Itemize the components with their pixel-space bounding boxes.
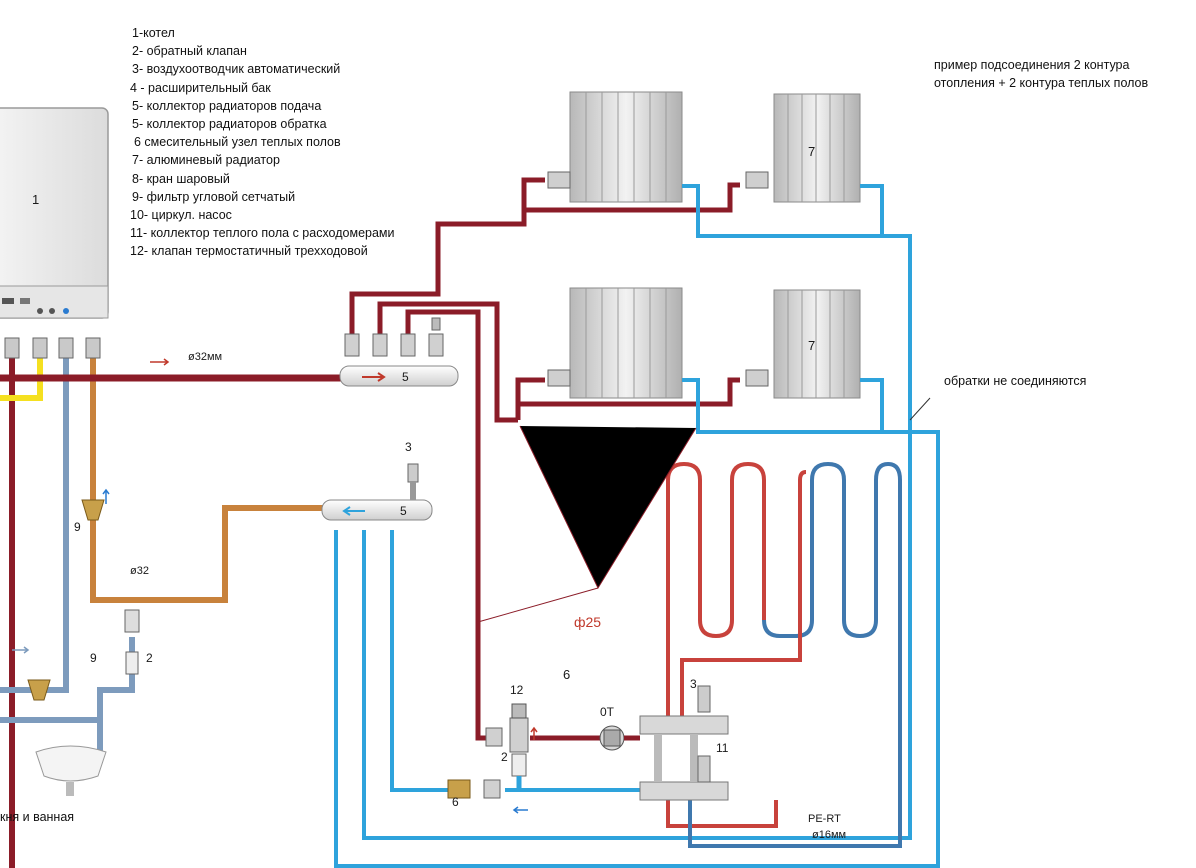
mix-filter-number: 6 [452,795,459,809]
thermo-valve-number: 12 [510,683,524,697]
legend-item: 1-котел [132,26,175,40]
radiator-mid-left [547,287,683,399]
floor-collector-number: 11 [716,741,729,755]
supply-collector-number: 5 [402,370,409,384]
legend-item: 6 смесительный узел теплых полов [134,135,341,150]
boiler-number: 1 [32,192,39,207]
supply-valves [344,317,444,357]
pump-label: 0T [600,705,615,719]
radiator-mid-right: 7 [745,289,861,399]
sink [35,745,107,796]
radiator-top-right: 7 [745,93,861,203]
air-vent-number: 3 [405,440,412,454]
boiler-valves [4,337,101,359]
legend-item: 11- коллектор теплого пола с расходомера… [130,226,395,241]
legend-item: 2- обратный клапан [132,44,247,59]
check-valve-left [124,609,140,675]
diameter-16mm: ø16мм [812,829,846,841]
legend-item: 9- фильтр угловой сетчатый [132,189,296,204]
example-caption-line1: пример подсоединения 2 контура [934,58,1130,72]
mixing-unit: 12 2 6 6 [447,667,570,809]
diameter-32mm: ø32мм [188,351,222,363]
kitchen-bath-note: кня и ванная [0,810,75,824]
example-caption-line2: отопления + 2 контура теплых полов [934,76,1149,90]
filter-upper-number: 9 [74,520,81,534]
floor-collector: 3 11 [639,677,729,801]
check-valve-number: 2 [146,651,153,665]
supply-pipes [349,177,740,741]
diameter-25: ф25 [574,614,601,630]
supply-collector: 5 [339,365,459,387]
radiator-number-mid: 7 [808,338,815,353]
legend: 1-котел 2- обратный клапан 3- воздухоотв… [128,24,395,261]
return-pipes [334,184,940,868]
pe-rt-label: PE-RT [808,813,841,825]
radiator-top-left [547,91,683,203]
boiler-pipes [0,352,349,868]
legend-item: 5- коллектор радиаторов обратка [132,117,327,132]
legend-item: 12- клапан термостатичный трехходовой [130,244,368,259]
legend-item: 5- коллектор радиаторов подача [132,98,322,113]
legend-item: 7- алюминевый радиатор [132,153,280,168]
boiler: 1 [0,107,109,319]
mixing-unit-number: 6 [563,667,570,682]
legend-item: 4 - расширительный бак [130,80,271,95]
return-collector: 5 3 [321,440,433,521]
filter-upper [81,499,105,521]
return-collector-number: 5 [400,504,407,518]
flow-arrows [12,358,538,814]
mix-check-valve-number: 2 [501,750,508,764]
radiator-number-top: 7 [808,144,815,159]
returns-note: обратки не соединяются [944,374,1087,388]
pump: 0T [599,705,640,751]
legend-item: 3- воздухоотводчик автоматический [132,62,341,77]
underfloor-loops [666,461,902,848]
filter-lower [27,679,51,701]
legend-item: 8- кран шаровый [132,171,230,186]
floor-air-vent-number: 3 [690,677,697,691]
example-caption: пример подсоединения 2 контура отопления… [934,56,1148,92]
diameter-32: ø32 [130,565,149,577]
diameter-leaders [477,397,931,623]
legend-item: 10- циркул. насос [130,208,232,223]
filter-lower-number: 9 [90,651,97,665]
